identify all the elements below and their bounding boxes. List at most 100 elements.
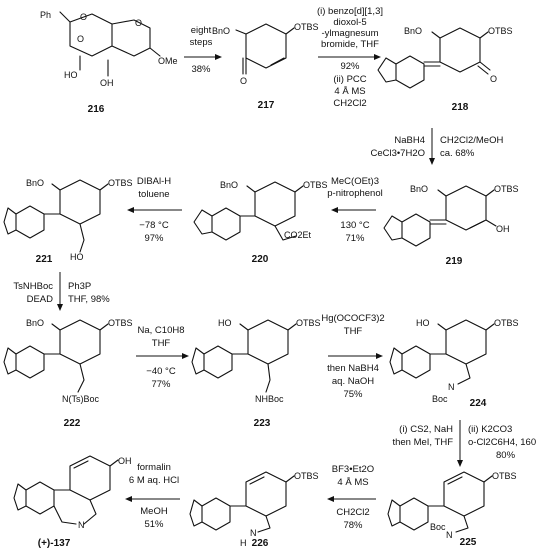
- step-arrow-6: TsNHBoc DEAD Ph3P THF, 98%: [13, 272, 110, 311]
- structure-221: BnO OTBS HO: [3, 178, 133, 262]
- step-label: 78%: [343, 520, 363, 531]
- step-label: bromide, THF: [321, 39, 379, 50]
- compound-label-225: 225: [460, 537, 477, 548]
- step-label: dioxol-5: [333, 17, 366, 28]
- oxygen-label: O: [490, 74, 497, 84]
- structure-219: BnO OTBS OH: [383, 184, 519, 247]
- nitrogen-label: N: [446, 530, 453, 540]
- benzyloxy-label: BnO: [26, 318, 44, 328]
- structure-217: BnO OTBS O: [212, 22, 319, 86]
- step-label: (ii) K2CO3: [468, 424, 512, 435]
- boc-label: Boc: [430, 522, 446, 532]
- compound-label-221: 221: [36, 254, 53, 265]
- tbs-ether-label: OTBS: [492, 471, 517, 481]
- tbs-ether-label: OTBS: [108, 178, 133, 188]
- step-label: NaBH4: [394, 135, 425, 146]
- compound-label-226: 226: [252, 538, 269, 549]
- step-label: Ph3P: [68, 281, 91, 292]
- nitrogen-label: N: [448, 382, 455, 392]
- compound-label-224: 224: [470, 398, 487, 409]
- step-label: TsNHBoc: [13, 281, 53, 292]
- compound-label-220: 220: [252, 254, 269, 265]
- step-arrow-9: (i) CS2, NaH then MeI, THF (ii) K2CO3 o-…: [392, 420, 539, 467]
- tbs-ether-label: OTBS: [296, 318, 321, 328]
- carbamate-label: NHBoc: [255, 394, 284, 404]
- oxygen-label: O: [240, 76, 247, 86]
- oxygen-label: O: [135, 18, 142, 28]
- structure-220: BnO OTBS CO2Et: [193, 180, 328, 241]
- oxygen-label: O: [80, 12, 87, 22]
- step-label: 4 Å MS: [337, 477, 368, 488]
- compound-label-216: 216: [88, 104, 105, 115]
- step-label: 80%: [496, 450, 516, 461]
- step-label: −78 °C: [139, 220, 169, 231]
- step-label: (i) benzo[d][1,3]: [317, 6, 383, 17]
- hydroxyl-label: HO: [416, 318, 430, 328]
- compound-label-137: (+)-137: [38, 538, 71, 549]
- tbs-ether-label: OTBS: [294, 22, 319, 32]
- benzyloxy-label: BnO: [220, 180, 238, 190]
- step-label: formalin: [137, 462, 171, 473]
- step-label: toluene: [138, 189, 169, 200]
- structure-225: OTBS N Boc: [387, 471, 517, 540]
- hydroxyl-label: OH: [118, 456, 132, 466]
- step-label: CH2Cl2: [333, 98, 366, 109]
- step-arrow-3: NaBH4 CeCl3•7H2O CH2Cl2/MeOH ca. 68%: [370, 128, 503, 165]
- tbs-ether-label: OTBS: [294, 471, 319, 481]
- step-label: 4 Å MS: [334, 86, 365, 97]
- step-arrow-2: (i) benzo[d][1,3] dioxol-5 -ylmagnesum b…: [317, 6, 383, 109]
- oxygen-label: O: [77, 34, 84, 44]
- step-arrow-4: MeC(OEt)3 p-nitrophenol 130 °C 71%: [327, 176, 382, 244]
- phenyl-label: Ph: [40, 10, 51, 20]
- hydroxyl-label: HO: [218, 318, 232, 328]
- sulfonamide-label: N(Ts)Boc: [62, 394, 100, 404]
- step-label: 51%: [144, 519, 164, 530]
- step-label: 92%: [340, 61, 360, 72]
- step-arrow-8: Hg(OCOCF3)2 THF then NaBH4 aq. NaOH 75%: [321, 313, 384, 400]
- step-label: 130 °C: [340, 220, 369, 231]
- compound-label-217: 217: [258, 100, 275, 111]
- step-label: then NaBH4: [327, 363, 379, 374]
- step-label: −40 °C: [146, 366, 176, 377]
- step-label: MeOH: [140, 506, 168, 517]
- structure-224: HO OTBS N Boc: [389, 318, 519, 404]
- hydroxyl-label: HO: [70, 252, 84, 262]
- hydroxyl-label: OH: [496, 224, 510, 234]
- step-label: then MeI, THF: [392, 437, 453, 448]
- structure-216: Ph O O O HO OH OMe: [40, 10, 178, 88]
- hydroxyl-label: HO: [64, 70, 78, 80]
- hydrogen-label: H: [240, 538, 247, 548]
- step-label: THF: [152, 338, 171, 349]
- step-label: DIBAl-H: [137, 176, 171, 187]
- benzyloxy-label: BnO: [212, 26, 230, 36]
- tbs-ether-label: OTBS: [494, 184, 519, 194]
- structure-218: BnO OTBS O: [377, 26, 513, 89]
- step-label: MeC(OEt)3: [331, 176, 379, 187]
- step-label: steps: [190, 37, 213, 48]
- step-label: BF3•Et2O: [332, 464, 374, 475]
- benzyloxy-label: BnO: [410, 184, 428, 194]
- step-label: THF: [344, 326, 363, 337]
- step-label: CH2Cl2/MeOH: [440, 135, 503, 146]
- step-label: (ii) PCC: [333, 74, 366, 85]
- benzyloxy-label: BnO: [404, 26, 422, 36]
- boc-label: Boc: [432, 394, 448, 404]
- step-arrow-5: DIBAl-H toluene −78 °C 97%: [127, 176, 182, 244]
- step-label: (i) CS2, NaH: [399, 424, 453, 435]
- step-label: aq. NaOH: [332, 376, 374, 387]
- step-label: 6 M aq. HCl: [129, 475, 179, 486]
- step-label: CH2Cl2: [336, 507, 369, 518]
- compound-label-219: 219: [446, 256, 463, 267]
- step-label: CeCl3•7H2O: [370, 148, 425, 159]
- structure-137: OH N: [13, 455, 132, 530]
- compound-label-218: 218: [452, 102, 469, 113]
- step-label: 77%: [151, 379, 171, 390]
- nitrogen-label: N: [250, 528, 257, 538]
- tbs-ether-label: OTBS: [303, 180, 328, 190]
- structure-226: OTBS N H: [189, 471, 319, 548]
- step-label: THF, 98%: [68, 294, 110, 305]
- tbs-ether-label: OTBS: [488, 26, 513, 36]
- tbs-ether-label: OTBS: [108, 318, 133, 328]
- step-arrow-10: BF3•Et2O 4 Å MS CH2Cl2 78%: [327, 464, 376, 531]
